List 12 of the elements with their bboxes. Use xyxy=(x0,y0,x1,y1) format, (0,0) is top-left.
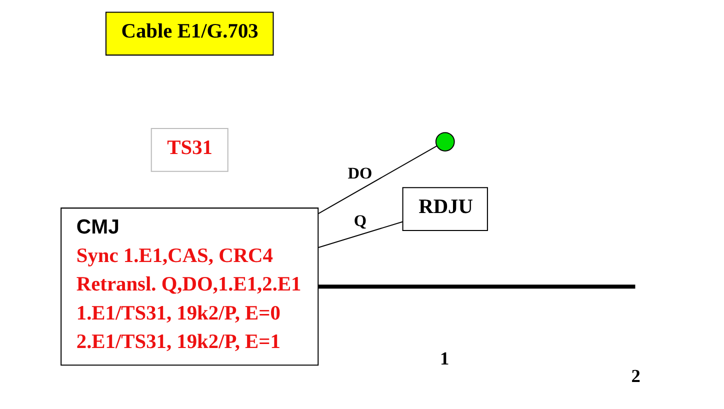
node-box: CMJ Sync 1.E1,CAS, CRC4 Retransl. Q,DO,1.E1,2.E1 1.E1/TS31, 19k2/P, E=0 2.E1/TS31, 19k2/P, E=1 xyxy=(60,208,318,366)
edge-label: DO xyxy=(347,163,372,182)
edge-label: Q xyxy=(353,211,366,230)
connector xyxy=(318,145,437,214)
node-circle xyxy=(434,132,454,152)
node-box: Cable E1/G.703 xyxy=(104,12,274,56)
label: 1 xyxy=(440,348,449,369)
node-box: TS31 xyxy=(150,128,228,172)
connector xyxy=(318,221,402,248)
node-box: RDJU xyxy=(402,187,488,232)
connector xyxy=(318,284,635,289)
label: 2 xyxy=(630,366,640,386)
